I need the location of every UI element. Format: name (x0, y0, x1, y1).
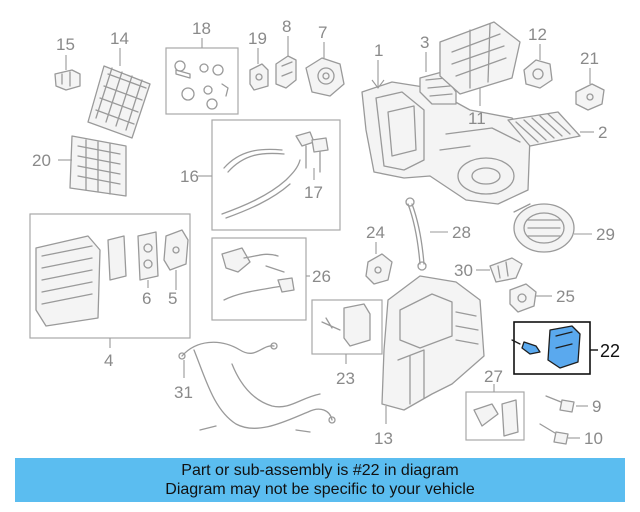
callout-25: 25 (556, 287, 575, 306)
part-29-blower-motor[interactable] (513, 203, 575, 253)
part-7-actuator[interactable] (305, 57, 345, 97)
part-27-box (465, 391, 525, 441)
part-25-sensor[interactable] (509, 283, 537, 313)
part-26-box (211, 237, 307, 321)
callout-23: 23 (336, 369, 355, 388)
callout-7: 7 (318, 23, 327, 42)
part-24-clip[interactable] (365, 253, 393, 285)
part-22-box (513, 321, 591, 375)
part-16-box (211, 119, 341, 231)
callout-31: 31 (174, 383, 193, 402)
part-4-evaporator[interactable] (35, 235, 127, 327)
callout-16: 16 (180, 167, 199, 186)
part-10-bolt[interactable] (539, 423, 569, 445)
part-9-screw[interactable] (545, 395, 575, 413)
part-20-heater-core[interactable] (69, 135, 127, 197)
info-banner: Part or sub-assembly is #22 in diagram D… (15, 458, 625, 502)
banner-line-1: Part or sub-assembly is #22 in diagram (181, 462, 459, 479)
part-2-cabin-filter[interactable] (507, 111, 581, 147)
part-5-expansion-valve[interactable] (163, 229, 189, 271)
parts-diagram: 15 14 18 19 8 7 (29, 17, 620, 448)
part-21-sensor[interactable] (575, 83, 605, 111)
callout-17: 17 (304, 183, 323, 202)
callout-11: 11 (468, 109, 486, 128)
part-28-rod[interactable] (405, 197, 427, 271)
callout-14: 14 (110, 29, 129, 48)
callout-19: 19 (248, 29, 267, 48)
part-22-highlighted-part[interactable] (511, 325, 581, 369)
part-16-hoses[interactable] (221, 148, 301, 219)
callout-24: 24 (366, 223, 385, 242)
part-18-seal-kit[interactable] (174, 60, 229, 110)
callout-8: 8 (282, 17, 291, 36)
part-30-clamp[interactable] (489, 257, 523, 283)
part-8-bracket[interactable] (275, 55, 297, 89)
part-11-blend-door[interactable] (439, 21, 521, 95)
callout-3: 3 (420, 33, 429, 52)
part-14-heater-core[interactable] (87, 65, 151, 139)
callout-1: 1 (374, 41, 383, 60)
callout-18: 18 (192, 19, 211, 38)
banner-line-2: Diagram may not be specific to your vehi… (165, 481, 475, 498)
callout-15: 15 (56, 35, 75, 54)
callout-29: 29 (596, 225, 615, 244)
part-15-bracket[interactable] (54, 69, 81, 91)
callout-2: 2 (598, 123, 607, 142)
part-23-box (311, 299, 383, 355)
part-17-fittings[interactable] (295, 131, 329, 173)
part-23-door[interactable] (321, 303, 371, 347)
callout-6: 6 (142, 289, 151, 308)
callout-10: 10 (584, 429, 603, 448)
callout-28: 28 (452, 223, 471, 242)
callout-21: 21 (580, 49, 599, 68)
part-19-clip[interactable] (249, 63, 269, 91)
callout-22: 22 (600, 341, 620, 361)
callout-5: 5 (168, 289, 177, 308)
callout-9: 9 (592, 397, 601, 416)
callout-26: 26 (312, 267, 331, 286)
part-31-wiring-harness[interactable] (178, 341, 336, 433)
callout-13: 13 (374, 429, 393, 448)
part-13-lower-housing[interactable] (381, 275, 485, 411)
part-6-seals[interactable] (137, 231, 159, 281)
callout-12: 12 (528, 25, 547, 44)
part-27-clips[interactable] (473, 399, 519, 437)
part-26-harness[interactable] (221, 247, 295, 301)
callout-4: 4 (104, 351, 113, 370)
callout-20: 20 (32, 151, 51, 170)
callout-30: 30 (454, 261, 473, 280)
part-12-actuator[interactable] (523, 59, 553, 89)
part-18-box (165, 47, 239, 115)
callout-27: 27 (484, 367, 503, 386)
